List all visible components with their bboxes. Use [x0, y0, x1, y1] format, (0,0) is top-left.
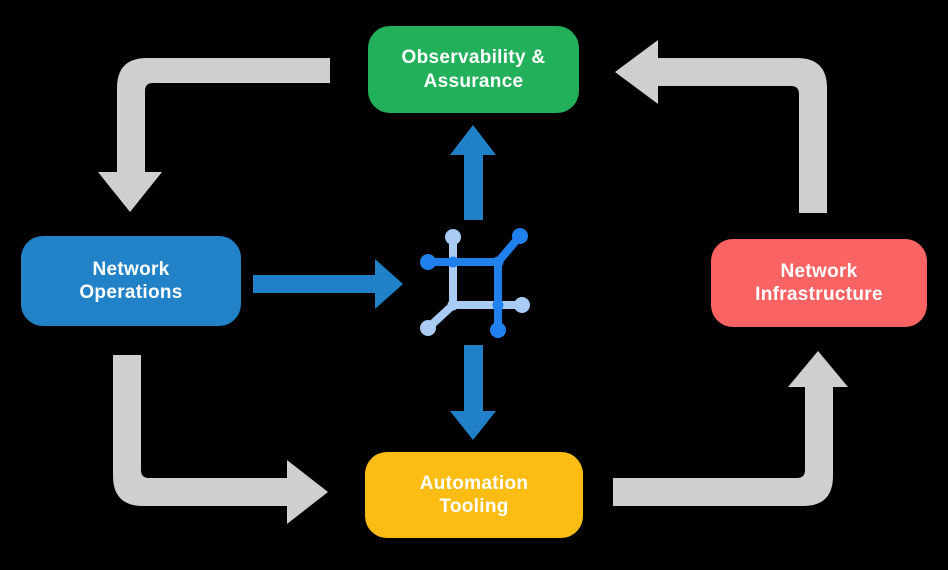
- mesh-junction-bottom-right: [492, 299, 504, 311]
- network-mesh-icon: [420, 228, 530, 338]
- flow-arrow-down: [450, 345, 496, 440]
- mesh-junction-top-left: [447, 256, 459, 268]
- node-label-line: Observability &: [401, 47, 546, 68]
- node-label-line: Network: [92, 258, 170, 280]
- mesh-node-top-right: [512, 228, 528, 244]
- flow-arrow-up: [450, 125, 496, 220]
- node-label-line: Infrastructure: [755, 284, 883, 305]
- node-label-line: Operations: [79, 282, 183, 303]
- node-network-infrastructure: Network Infrastructure: [711, 239, 927, 327]
- mesh-node-bottom-left: [420, 320, 436, 336]
- node-label-line: Automation: [419, 472, 529, 494]
- node-label-line: Assurance: [423, 70, 524, 92]
- node-observability-assurance: Observability & Assurance: [368, 26, 579, 113]
- mesh-node-top: [445, 229, 461, 245]
- cycle-arrow-top-left: [98, 58, 330, 212]
- node-label-line: Network: [780, 260, 858, 282]
- cycle-arrow-top-right: [615, 40, 827, 213]
- flow-arrow-right: [253, 259, 403, 309]
- node-automation-tooling: Automation Tooling: [365, 452, 583, 538]
- mesh-junction-top-right: [492, 256, 504, 268]
- cycle-arrows: [98, 40, 848, 524]
- flow-arrows: [253, 125, 496, 440]
- mesh-node-right: [514, 297, 530, 313]
- mesh-node-bottom: [490, 322, 506, 338]
- cycle-arrow-bottom-right: [613, 351, 848, 506]
- node-network-operations: Network Operations: [21, 236, 241, 326]
- mesh-junction-bottom-left: [447, 299, 459, 311]
- cycle-arrow-bottom-left: [113, 355, 328, 524]
- mesh-node-left: [420, 254, 436, 270]
- node-label-line: Tooling: [439, 496, 509, 517]
